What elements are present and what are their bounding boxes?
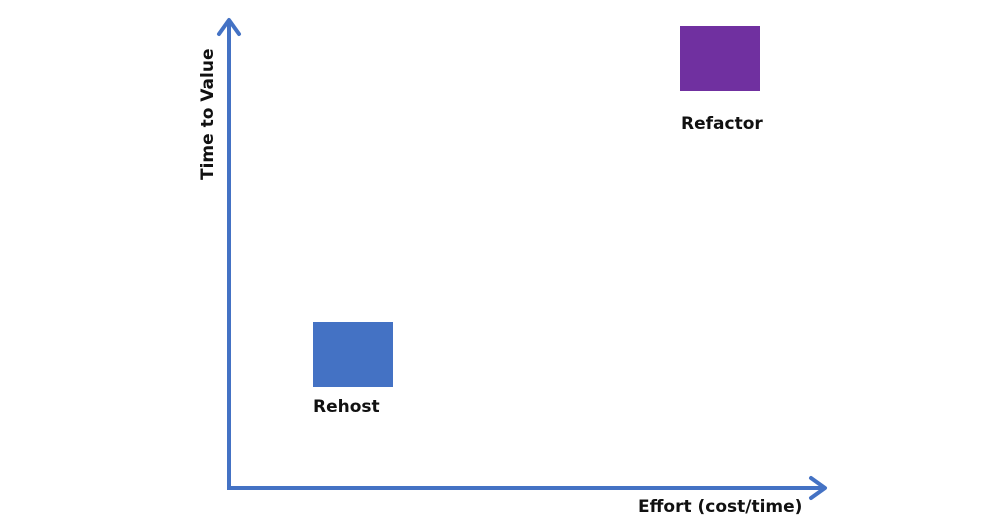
refactor-label: Refactor <box>681 114 763 134</box>
refactor-box <box>680 26 760 91</box>
y-axis-label: Time to Value <box>198 48 218 180</box>
y-axis-arrowhead <box>217 18 241 36</box>
x-axis-arrowhead <box>809 476 827 500</box>
rehost-label: Rehost <box>313 397 380 417</box>
x-axis-label: Effort (cost/time) <box>638 497 803 517</box>
rehost-box <box>313 322 393 387</box>
